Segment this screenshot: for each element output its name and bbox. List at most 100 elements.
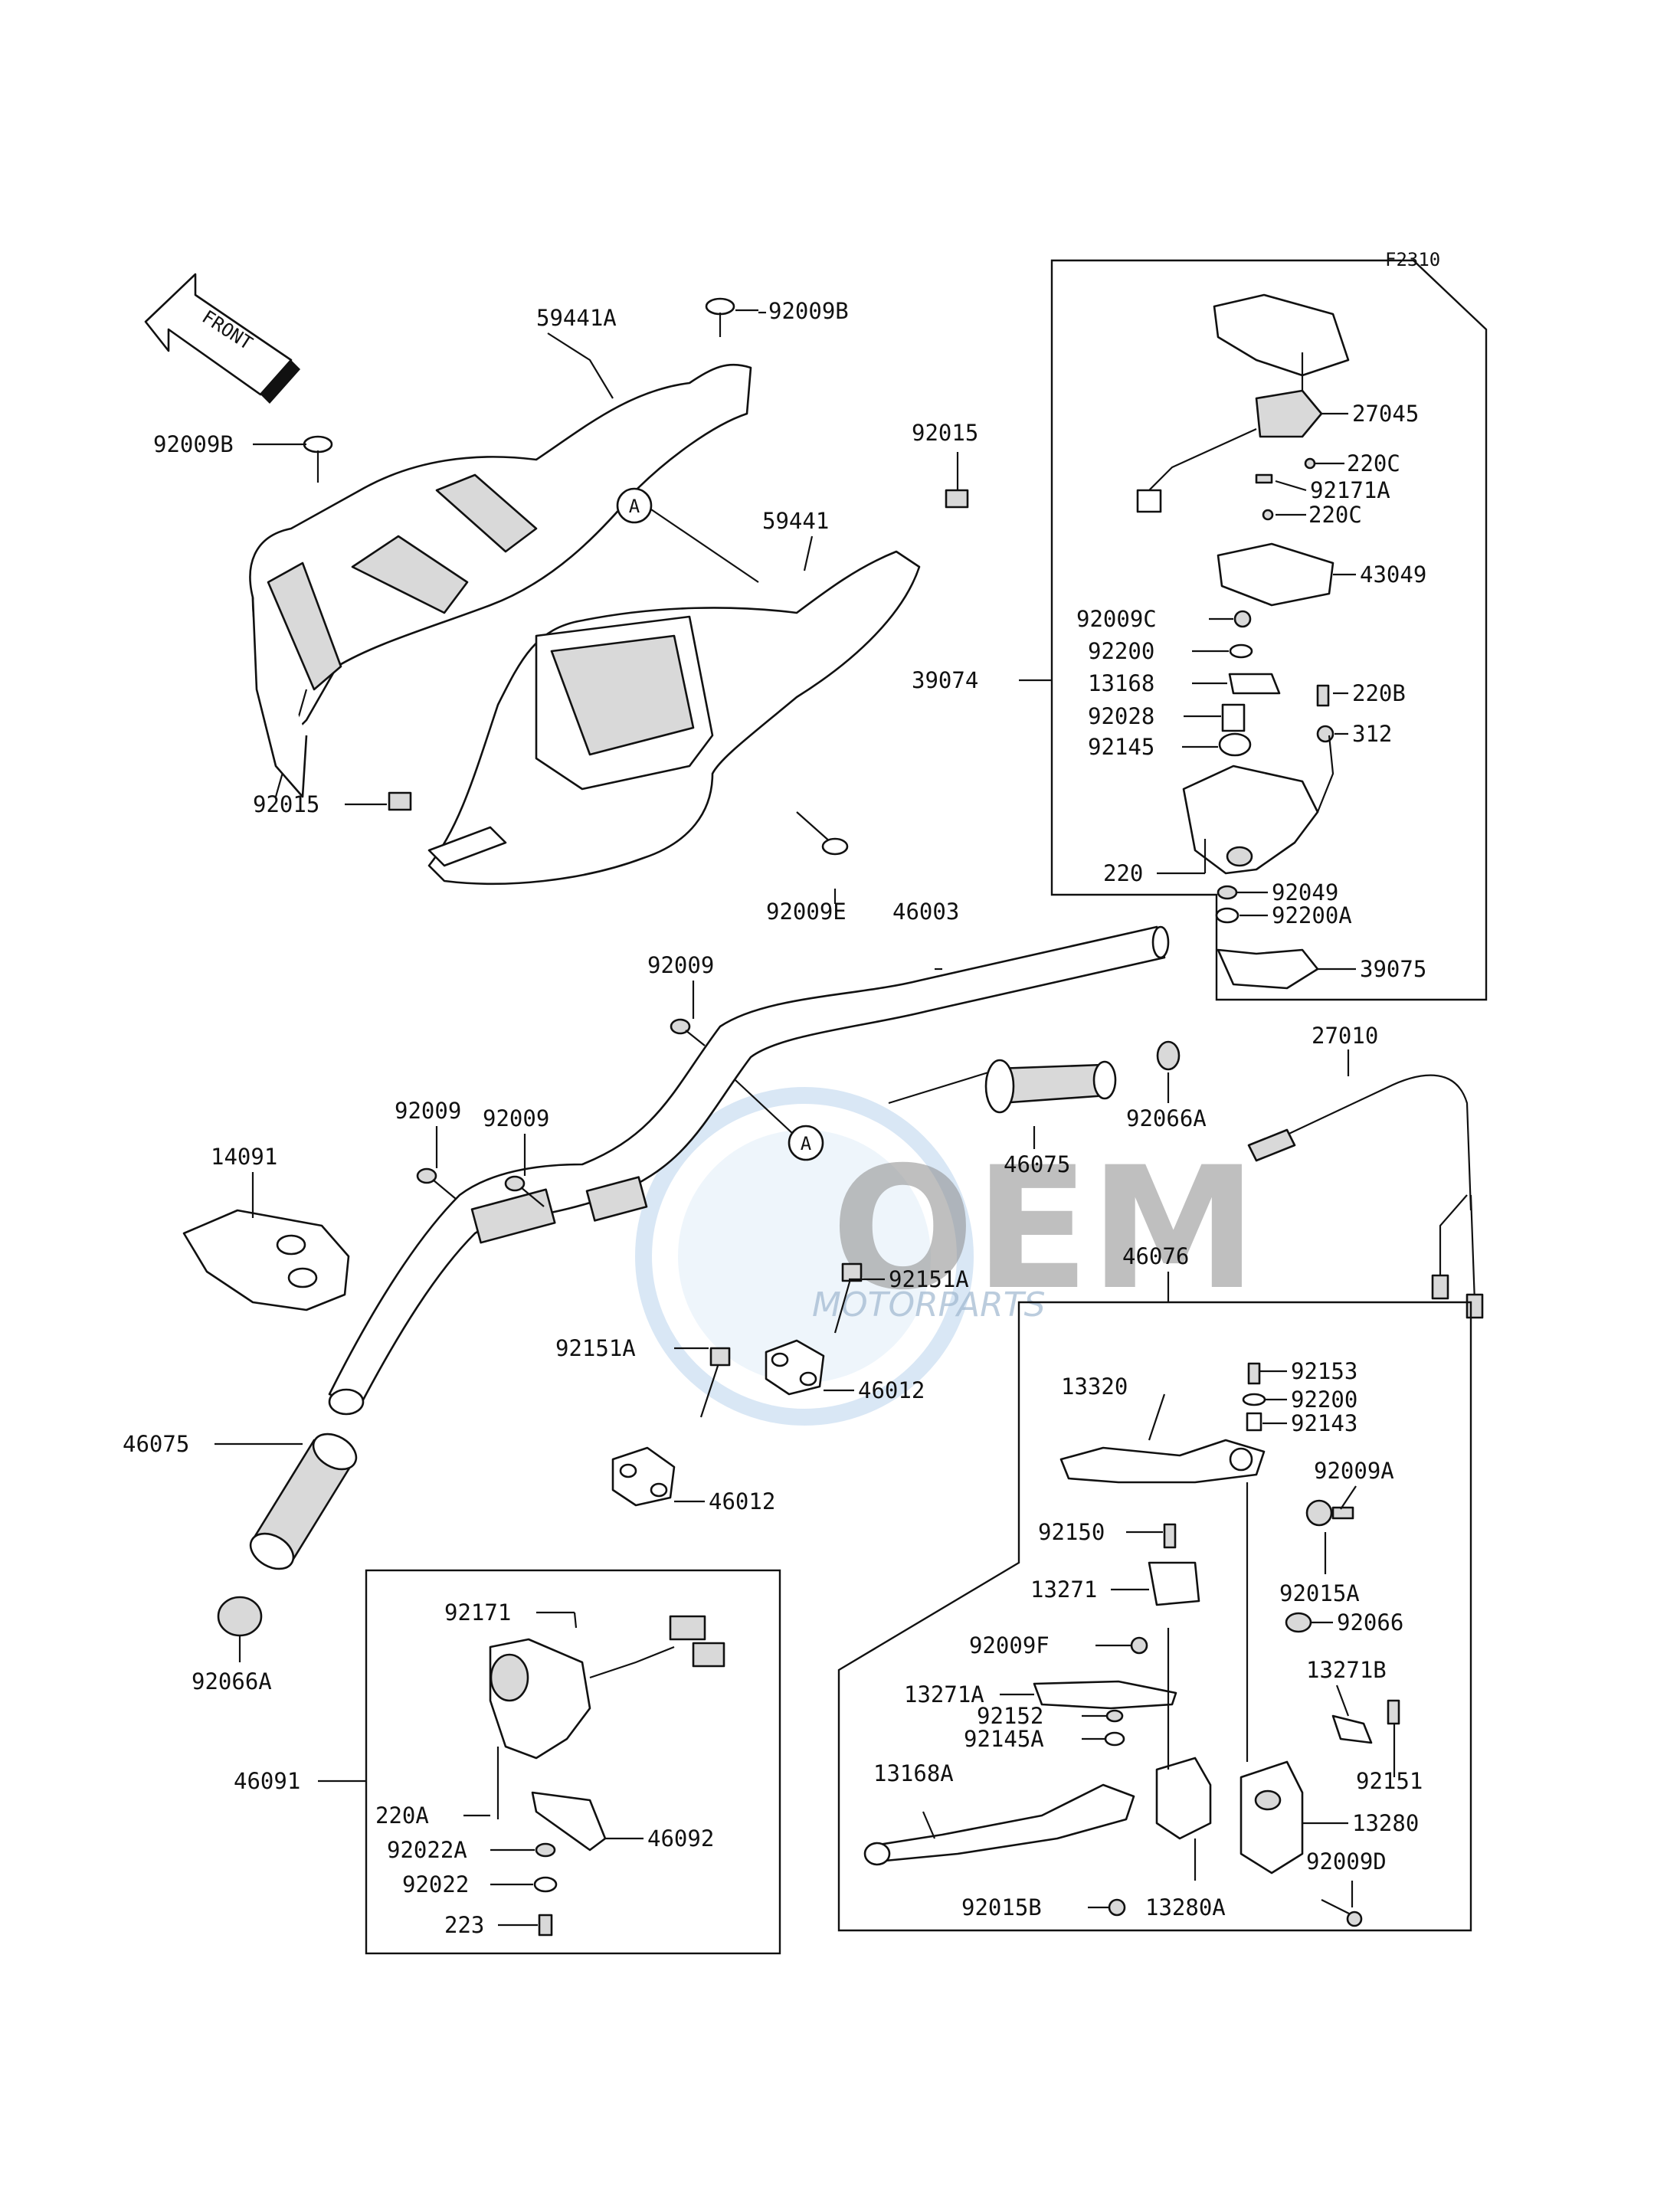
- label-92009d: 92009D: [1306, 1848, 1387, 1874]
- label-92145: 92145: [1088, 734, 1154, 760]
- label-92015b: 92015B: [961, 1894, 1042, 1920]
- holder-46012-left: [611, 1446, 676, 1507]
- label-92066a-right: 92066A: [1126, 1105, 1207, 1131]
- label-13320: 13320: [1061, 1374, 1128, 1400]
- watermark-brand: OEM: [831, 1131, 1257, 1327]
- label-14091: 14091: [211, 1144, 277, 1170]
- clip-92015-top: [945, 489, 969, 509]
- label-92015-left: 92015: [253, 791, 319, 817]
- grip-end-92066a-left: [217, 1596, 263, 1637]
- bolt-92009b-top: [705, 297, 758, 337]
- label-59441: 59441: [762, 508, 829, 534]
- label-92152: 92152: [977, 1703, 1043, 1729]
- label-13271b: 13271B: [1306, 1657, 1387, 1683]
- bolt-92151a-left: [699, 1347, 731, 1418]
- label-13280: 13280: [1352, 1810, 1419, 1836]
- label-13168a: 13168A: [873, 1760, 954, 1786]
- label-46091: 46091: [234, 1768, 300, 1794]
- grip-end-92066a-right: [1156, 1040, 1181, 1071]
- label-92200-top: 92200: [1088, 638, 1154, 664]
- grip-left-46075: [249, 1432, 358, 1570]
- watermark-tagline: MOTORPARTS: [812, 1285, 1046, 1324]
- label-92145a: 92145A: [964, 1726, 1044, 1752]
- label-92049: 92049: [1272, 879, 1338, 905]
- label-92143: 92143: [1291, 1410, 1357, 1436]
- label-92171: 92171: [444, 1599, 511, 1626]
- label-312: 312: [1352, 721, 1392, 747]
- bolt-92009-mid1: [416, 1167, 457, 1200]
- label-92009f: 92009F: [969, 1632, 1050, 1658]
- label-92022a: 92022A: [387, 1837, 467, 1863]
- label-92200a: 92200A: [1272, 902, 1352, 928]
- label-43049: 43049: [1360, 562, 1426, 588]
- label-92151a-right: 92151A: [889, 1266, 969, 1292]
- handlebar-cover-upper: [249, 363, 752, 798]
- bolt-92009-top: [670, 1018, 706, 1046]
- handlebar-46003: [328, 925, 1170, 1416]
- label-27045: 27045: [1352, 401, 1419, 427]
- label-92150: 92150: [1038, 1519, 1105, 1545]
- label-59441a: 59441A: [536, 305, 617, 331]
- front-direction-arrow: FRONT: [144, 273, 300, 404]
- label-92015-top: 92015: [912, 420, 978, 446]
- label-46075-right: 46075: [1004, 1151, 1070, 1177]
- label-13271a: 13271A: [904, 1681, 984, 1708]
- label-92153: 92153: [1291, 1358, 1357, 1384]
- clip-92015-left: [388, 791, 412, 811]
- left-switch-box: [365, 1569, 781, 1955]
- switch-cover-14091: [182, 1209, 350, 1311]
- label-13271: 13271: [1030, 1577, 1097, 1603]
- label-92009a: 92009A: [1314, 1458, 1394, 1484]
- callout-a-upper-label: A: [629, 496, 640, 517]
- label-92151a-left: 92151A: [555, 1335, 636, 1361]
- clutch-lever-box: [837, 1301, 1472, 1932]
- label-92022: 92022: [402, 1871, 469, 1897]
- label-46012-right: 46012: [858, 1377, 925, 1403]
- label-220c-a: 220C: [1347, 450, 1400, 476]
- bolt-92009b-left: [303, 435, 333, 483]
- label-223: 223: [444, 1912, 484, 1938]
- label-46076: 46076: [1122, 1243, 1189, 1269]
- label-92009b-top: 92009B: [768, 298, 849, 324]
- part-labels: 59441A 92009B 92009B 92015 59441 92015 9…: [123, 298, 1426, 1938]
- callout-a-lower: A: [788, 1125, 824, 1161]
- label-92009-mid1: 92009: [395, 1098, 461, 1124]
- bolt-92151a-right: [833, 1262, 863, 1334]
- label-92066: 92066: [1337, 1609, 1403, 1635]
- label-92015a: 92015A: [1279, 1580, 1360, 1606]
- label-92009e: 92009E: [766, 899, 847, 925]
- label-13168: 13168: [1088, 670, 1154, 696]
- label-46075-left: 46075: [123, 1431, 189, 1457]
- label-220: 220: [1103, 860, 1143, 886]
- label-92151: 92151: [1356, 1768, 1423, 1794]
- label-46092: 46092: [647, 1825, 714, 1852]
- handlebar-cover-lower: [427, 550, 921, 886]
- label-46003: 46003: [892, 899, 959, 925]
- bolt-92009e: [796, 811, 849, 856]
- label-92009b-left: 92009B: [153, 431, 234, 457]
- label-13280a: 13280A: [1145, 1894, 1226, 1920]
- label-39075: 39075: [1360, 956, 1426, 982]
- label-92066a-left: 92066A: [192, 1668, 272, 1694]
- label-92009-mid2: 92009: [483, 1105, 549, 1131]
- label-92028: 92028: [1088, 703, 1154, 729]
- label-46012-left: 46012: [709, 1488, 775, 1514]
- label-92200-mid: 92200: [1291, 1387, 1357, 1413]
- bolt-92009-mid2: [504, 1175, 545, 1207]
- grip-right-46075: [888, 1059, 1117, 1114]
- label-220c-b: 220C: [1308, 502, 1362, 528]
- callout-a-lower-label: A: [801, 1133, 812, 1154]
- label-27010: 27010: [1312, 1023, 1378, 1049]
- label-220b: 220B: [1352, 680, 1406, 706]
- label-92171a: 92171A: [1310, 477, 1390, 503]
- leader-lines: [215, 311, 1396, 1927]
- throttle-cable-27010: [1247, 1074, 1484, 1319]
- holder-46012-right: [765, 1339, 825, 1396]
- watermark: OEM MOTORPARTS: [635, 1087, 1257, 1426]
- label-39074: 39074: [912, 667, 978, 693]
- label-220a: 220A: [375, 1802, 429, 1829]
- label-92009-top: 92009: [647, 952, 714, 978]
- label-92009c: 92009C: [1076, 606, 1157, 632]
